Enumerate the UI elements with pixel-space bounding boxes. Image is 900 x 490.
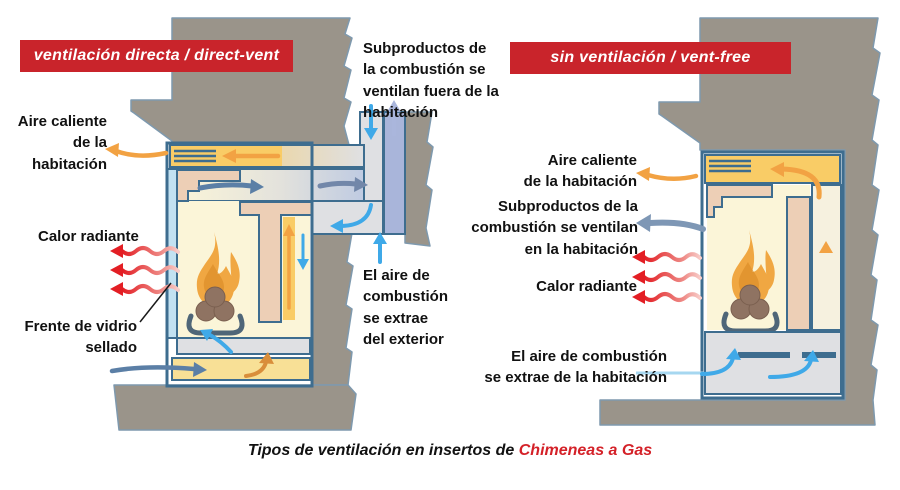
label-radiant-heat-left: Calor radiante xyxy=(38,228,139,245)
chimney-wall xyxy=(599,17,881,426)
flame-icon xyxy=(721,230,780,334)
direct-vent-diagram xyxy=(105,17,434,431)
label-warm-air-right: Aire caliente de la habitación xyxy=(523,152,637,191)
caption-highlight: Chimeneas a Gas xyxy=(518,442,653,459)
glass-pointer-line xyxy=(139,282,172,323)
direct-vent-banner: ventilación directa / direct-vent xyxy=(20,40,293,72)
byproducts-into-room-arrow xyxy=(636,214,706,232)
wall-below-arm xyxy=(311,232,354,386)
warm-air-channel-arrow xyxy=(222,149,281,163)
label-sealed-glass: Frente de vidrio sellado xyxy=(24,318,137,357)
intake-turn-arrow xyxy=(330,203,373,233)
firebox xyxy=(165,141,365,388)
louver-vents xyxy=(709,159,751,173)
label-radiant-heat-right: Calor radiante xyxy=(536,278,637,295)
floor xyxy=(113,384,357,431)
wall-right-of-pipe xyxy=(404,111,434,247)
firebox xyxy=(700,150,845,400)
caption: Tipos de ventilación en insertos de Chim… xyxy=(0,441,900,460)
warm-air-exit-arrow xyxy=(636,167,699,181)
base-intake-arrows xyxy=(636,348,819,379)
bottom-warm-curl-arrow xyxy=(244,352,274,378)
louver-vents xyxy=(174,149,216,163)
vent-free-banner: sin ventilación / vent-free xyxy=(510,42,791,74)
label-combustion-air-left: El aire de combustión se extrae del exte… xyxy=(363,267,448,348)
base xyxy=(704,331,842,395)
label-byproducts-left: Subproductos de la combustión se ventila… xyxy=(363,40,499,121)
grate xyxy=(186,313,245,336)
exterior-up-arrow xyxy=(373,232,387,264)
caption-text: Tipos de ventilación en insertos de xyxy=(247,442,515,459)
rising-heat-arrow xyxy=(819,241,833,322)
side-column xyxy=(786,196,811,331)
mantel-step xyxy=(176,169,241,202)
mantel-step xyxy=(706,184,773,218)
warm-air-exit-arrow xyxy=(105,143,169,158)
label-byproducts-right: Subproductos de la combustión se ventila… xyxy=(471,198,638,258)
base-slot xyxy=(738,352,790,358)
radiant-heat-arrows xyxy=(632,250,702,304)
firebox-floor xyxy=(176,337,311,355)
bottom-entry-arrow xyxy=(109,362,207,377)
inner-down-arrow xyxy=(297,233,309,270)
intake-down-arrow xyxy=(364,104,378,140)
convection-up-arrow xyxy=(283,224,295,310)
label-warm-air-left: Aire caliente de la habitación xyxy=(17,113,107,173)
flame-icon xyxy=(186,232,245,336)
label-combustion-air-right: El aire de combustión se extrae de la ha… xyxy=(484,348,667,387)
warm-air-channel-arrow xyxy=(770,162,822,200)
exhaust-up-arrow xyxy=(387,100,401,137)
exhaust-flow-arrow xyxy=(197,177,368,194)
base-slot xyxy=(802,352,836,358)
vent-free-diagram xyxy=(599,17,881,426)
floor-curve-arrow xyxy=(200,329,233,354)
